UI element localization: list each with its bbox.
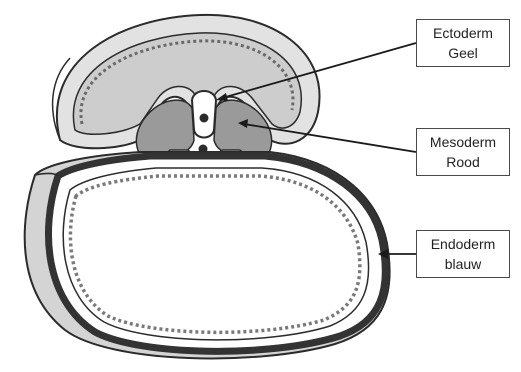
ectoderm-label-box: Ectoderm Geel — [416, 19, 510, 67]
ectoderm-label-color: Geel — [417, 43, 509, 63]
mesoderm-label-box: Mesoderm Rood — [416, 128, 510, 176]
mesoderm-label-color: Rood — [417, 152, 509, 172]
endoderm-label-name: Endoderm — [417, 234, 509, 254]
endoderm-label-color: blauw — [417, 254, 509, 274]
ectoderm-label-name: Ectoderm — [417, 23, 509, 43]
neural-canal — [200, 114, 209, 123]
neural-tube — [192, 91, 216, 154]
endoderm-label-box: Endoderm blauw — [416, 230, 510, 278]
mesoderm-label-name: Mesoderm — [417, 132, 509, 152]
yolk-sac — [25, 152, 390, 358]
